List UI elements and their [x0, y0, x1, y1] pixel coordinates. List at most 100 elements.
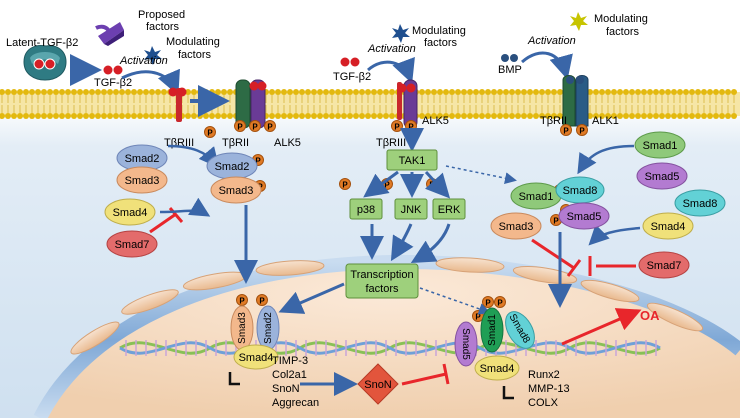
- svg-text:Smad5: Smad5: [645, 171, 680, 183]
- tbrii-label-2: TβRII: [540, 115, 567, 127]
- tbriii-label-2: TβRIII: [376, 137, 406, 149]
- modulating-factors-2-line2: factors: [424, 37, 458, 49]
- phosphate-marker: P: [236, 294, 248, 306]
- activation-arrow-1: [121, 68, 180, 96]
- tgfb2-ligand-1: [103, 65, 123, 75]
- smad7-right: Smad7: [638, 251, 690, 279]
- latent-tgfb2-complex: [23, 45, 67, 81]
- transcription-start-left: [228, 372, 240, 386]
- smad8-right: Smad8: [674, 189, 726, 217]
- transcription-factors-box: Transcription factors: [345, 263, 419, 299]
- snon-protein: SnoN: [357, 363, 399, 405]
- smad2-p-complex: Smad2: [206, 152, 258, 180]
- modulating-factors-3-line2: factors: [606, 26, 640, 38]
- smad3-left: Smad3: [116, 166, 168, 194]
- proposed-factors-icon: [95, 22, 124, 46]
- tbriii-alk5-complex: [397, 79, 418, 129]
- svg-text:P: P: [485, 299, 491, 308]
- tak1-to-p38-arrow: [363, 170, 399, 198]
- svg-text:Smad1: Smad1: [519, 191, 554, 203]
- smad2-left: Smad2: [116, 144, 168, 172]
- svg-text:P: P: [237, 123, 243, 132]
- oa-label: OA: [640, 308, 660, 323]
- svg-text:Smad7: Smad7: [647, 260, 682, 272]
- svg-text:Smad2: Smad2: [125, 153, 160, 165]
- svg-text:P: P: [497, 299, 503, 308]
- svg-text:Smad4: Smad4: [651, 221, 686, 233]
- modulating-factors-icon-2: [392, 24, 410, 43]
- alk5-receptor-1: [249, 79, 267, 129]
- phosphate-marker: P: [249, 120, 261, 132]
- activation-arrow-3: [521, 51, 573, 80]
- svg-text:P: P: [579, 127, 585, 136]
- tgfb2-label-2: TGF-β2: [333, 71, 371, 83]
- activation-label-1: Activation: [119, 55, 168, 67]
- tak1-box: TAK1: [386, 149, 438, 171]
- svg-text:SnoN: SnoN: [364, 379, 392, 391]
- svg-text:Smad1: Smad1: [643, 140, 678, 152]
- modulating-factors-1-line2: factors: [178, 49, 212, 61]
- jnk-to-tf-arrow: [390, 223, 414, 262]
- proposed-factors-label-1: Proposed: [138, 9, 185, 21]
- phosphate-marker: P: [391, 120, 403, 132]
- svg-text:P: P: [342, 181, 348, 190]
- phosphate-marker: P: [494, 296, 506, 308]
- svg-text:P: P: [553, 217, 559, 226]
- activation-arrow-2: [367, 56, 415, 84]
- smad5-p-complex: Smad5: [558, 202, 610, 230]
- svg-text:Smad3: Smad3: [237, 312, 248, 344]
- phosphate-marker: P: [482, 296, 494, 308]
- transcription-start-right: [502, 386, 514, 400]
- smad3-p-complex: Smad3: [210, 176, 262, 204]
- phosphate-marker: P: [256, 294, 268, 306]
- tf-line1: Transcription: [350, 269, 413, 281]
- svg-text:p38: p38: [357, 204, 375, 216]
- svg-text:Smad3: Smad3: [499, 221, 534, 233]
- tgfb2-label-1: TGF-β2: [94, 77, 132, 89]
- snon-inhibits-smad-complex: [401, 372, 447, 386]
- smad1-right: Smad1: [634, 131, 686, 159]
- svg-text:TAK1: TAK1: [399, 155, 426, 167]
- svg-text:P: P: [563, 127, 569, 136]
- modulating-factors-icon-1: [144, 46, 162, 65]
- smad3-inhibits-arrow: [531, 238, 575, 270]
- gene-left-1: Col2a1: [272, 369, 307, 381]
- nuclear-smad-complex-right: Smad5 Smad1 Smad8 Smad4: [454, 307, 535, 381]
- phosphate-marker: P: [339, 178, 351, 190]
- phosphate-marker: P: [560, 124, 572, 136]
- modulating-factors-1-line1: Modulating: [166, 36, 220, 48]
- alk1-label: ALK1: [592, 115, 619, 127]
- svg-text:Smad4: Smad4: [113, 207, 148, 219]
- tbriii-receptor-1: [168, 87, 187, 122]
- svg-text:Smad2: Smad2: [215, 161, 250, 173]
- phosphate-marker: P: [576, 124, 588, 136]
- smad7-inhibits-smad4: [149, 212, 177, 234]
- svg-text:P: P: [267, 123, 273, 132]
- svg-text:P: P: [408, 123, 414, 132]
- svg-text:Smad5: Smad5: [567, 211, 602, 223]
- nuclear-smad-complex-left: Smad3 Smad2 Smad4: [230, 305, 280, 370]
- cell-membrane: [0, 89, 740, 119]
- svg-text:Smad7: Smad7: [115, 239, 150, 251]
- smad4-join-arrow-right: [588, 224, 641, 246]
- modulating-factors-2-line1: Modulating: [412, 25, 466, 37]
- smad1-p-complex: Smad1: [510, 182, 562, 210]
- phosphate-marker: P: [204, 126, 216, 138]
- smad1-join-arrow: [577, 144, 635, 175]
- svg-text:P: P: [239, 297, 245, 306]
- smad3-inhibitor-right: Smad3: [490, 212, 542, 240]
- tf-line2: factors: [365, 283, 399, 295]
- phosphate-marker: P: [234, 120, 246, 132]
- gene-left-2: SnoN: [272, 383, 300, 395]
- proposed-factors-label-2: factors: [146, 21, 180, 33]
- gene-left-3: Aggrecan: [272, 397, 319, 409]
- svg-text:Smad1: Smad1: [487, 314, 498, 346]
- tbrii-alk1-complex: [562, 75, 589, 127]
- erk-box: ERK: [432, 198, 466, 220]
- svg-text:P: P: [255, 157, 261, 166]
- smad4-join-arrow: [159, 197, 211, 217]
- phosphate-marker: P: [405, 120, 417, 132]
- svg-text:ERK: ERK: [438, 204, 461, 216]
